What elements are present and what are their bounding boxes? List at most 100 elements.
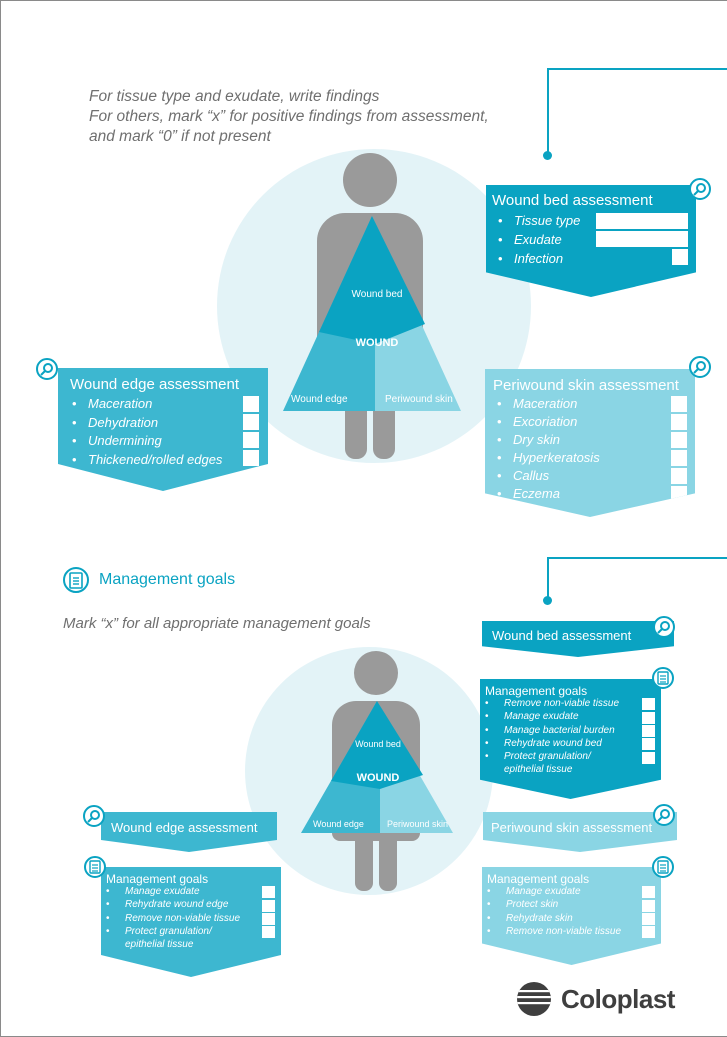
goal-checkbox[interactable]: [642, 698, 655, 710]
undermining-checkbox[interactable]: [243, 432, 259, 448]
wound-triangle: [283, 216, 461, 411]
header-label: Wound edge assessment: [111, 820, 258, 835]
maceration-checkbox[interactable]: [243, 396, 259, 412]
list-item-continued: epithelial tissue: [504, 764, 573, 776]
wound-bed-segment: [319, 216, 425, 344]
callus-checkbox[interactable]: [671, 468, 687, 484]
list-item: Exudate: [498, 230, 580, 249]
goal-checkbox[interactable]: [642, 926, 655, 938]
dehydration-checkbox[interactable]: [243, 414, 259, 430]
search-icon: [36, 358, 58, 380]
panel-title: Management goals: [487, 872, 590, 886]
connector-dot: [543, 151, 552, 160]
dry-skin-checkbox[interactable]: [671, 432, 687, 448]
exudate-field[interactable]: [596, 231, 688, 247]
periwound-skin-header: Periwound skin assessment: [483, 812, 677, 852]
instructions: For tissue type and exudate, write findi…: [89, 87, 559, 147]
figure-head: [354, 651, 398, 695]
list-item: Hyperkeratosis: [497, 449, 600, 467]
thickened-edges-checkbox[interactable]: [243, 450, 259, 466]
connector-dot: [543, 596, 552, 605]
panel-title: Wound bed assessment: [492, 192, 653, 209]
maceration-checkbox[interactable]: [671, 396, 687, 412]
search-icon: [689, 178, 711, 200]
list-item: Callus: [497, 467, 600, 485]
management-goals-heading: Management goals: [99, 571, 236, 588]
list-item: Maceration: [72, 395, 222, 414]
coloplast-logo: Coloplast: [515, 981, 695, 1017]
wound-triangle: [301, 701, 453, 833]
goal-checkbox[interactable]: [642, 900, 655, 912]
list-item: Remove non-viable tissue: [487, 925, 621, 939]
wound-bed-segment: [331, 701, 423, 789]
list-item: Rehydrate skin: [487, 912, 621, 926]
excoriation-checkbox[interactable]: [671, 414, 687, 430]
list-item: Protect granulation/: [485, 750, 619, 764]
search-icon: [83, 805, 105, 827]
wound-bed-assessment-panel: Wound bed assessment Tissue type Exudate…: [486, 185, 696, 297]
wound-edge-management-goals-panel: Management goals Manage exudate Rehydrat…: [101, 867, 281, 977]
header-label: Wound bed assessment: [492, 628, 632, 643]
search-icon: [653, 616, 675, 638]
list-item: Infection: [498, 249, 580, 268]
wound-edge-assessment-panel: Wound edge assessment Maceration Dehydra…: [58, 368, 268, 491]
instruction-line-1: For tissue type and exudate, write findi…: [89, 88, 380, 105]
connector-line: [547, 557, 549, 599]
connector-line: [547, 68, 727, 70]
list-item: Rehydrate wound edge: [106, 898, 240, 912]
goal-checkbox[interactable]: [262, 886, 275, 898]
wound-label: WOUND: [355, 337, 399, 349]
list-item: Excoriation: [497, 413, 600, 431]
goal-checkbox[interactable]: [262, 926, 275, 938]
list-item: Remove non-viable tissue: [106, 912, 240, 926]
goal-checkbox[interactable]: [642, 712, 655, 724]
list-item: Eczema: [497, 485, 600, 503]
periwound-skin-assessment-panel: Periwound skin assessment Maceration Exc…: [485, 369, 695, 517]
figure-leg: [355, 831, 373, 891]
wound-bed-management-goals-panel: Management goals Remove non-viable tissu…: [480, 679, 661, 799]
wound-bed-label: Wound bed: [355, 739, 401, 749]
list-item: Dry skin: [497, 431, 600, 449]
clipboard-icon: [84, 856, 106, 878]
clipboard-icon: [652, 667, 674, 689]
figure-leg: [379, 831, 397, 891]
list-item: Thickened/rolled edges: [72, 451, 222, 470]
list-item: Manage exudate: [106, 885, 240, 899]
instruction-line-3: and mark “0” if not present: [89, 128, 271, 145]
panel-title: Management goals: [485, 684, 588, 698]
goal-checkbox[interactable]: [262, 900, 275, 912]
panel-title: Management goals: [106, 872, 209, 886]
list-item: Maceration: [497, 395, 600, 413]
list-item: Tissue type: [498, 211, 580, 230]
clipboard-icon: [63, 567, 89, 593]
goal-checkbox[interactable]: [642, 752, 655, 764]
periwound-skin-label: Periwound skin: [387, 819, 449, 829]
list-item: Manage exudate: [487, 885, 621, 899]
list-item: Remove non-viable tissue: [485, 697, 619, 711]
management-instruction: Mark “x” for all appropriate management …: [63, 615, 371, 632]
list-item: Protect skin: [487, 898, 621, 912]
periwound-skin-label: Periwound skin: [385, 394, 453, 405]
hyperkeratosis-checkbox[interactable]: [671, 450, 687, 466]
list-item: Dehydration: [72, 414, 222, 433]
clipboard-icon: [652, 856, 674, 878]
goal-checkbox[interactable]: [642, 913, 655, 925]
goal-checkbox[interactable]: [642, 725, 655, 737]
list-item: Manage exudate: [485, 710, 619, 724]
figure-head: [343, 153, 397, 207]
list-item: Manage bacterial burden: [485, 724, 619, 738]
panel-title: Periwound skin assessment: [493, 377, 679, 394]
coloplast-logo-mark: [517, 982, 551, 1016]
tissue-type-field[interactable]: [596, 213, 688, 229]
header-label: Periwound skin assessment: [491, 820, 653, 835]
goal-checkbox[interactable]: [642, 738, 655, 750]
eczema-checkbox[interactable]: [671, 486, 687, 502]
list-item-continued: epithelial tissue: [125, 939, 194, 951]
goal-checkbox[interactable]: [262, 913, 275, 925]
wound-bed-label: Wound bed: [351, 289, 403, 300]
search-icon: [653, 804, 675, 826]
infection-checkbox[interactable]: [672, 249, 688, 265]
goal-checkbox[interactable]: [642, 886, 655, 898]
periwound-management-goals-panel: Management goals Manage exudate Protect …: [482, 867, 661, 965]
